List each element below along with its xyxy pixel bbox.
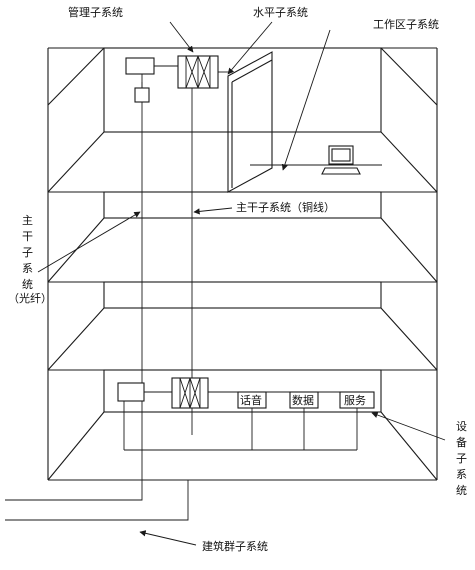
label-backbone-fiber: 主 干 子 系 统 （光纤） — [8, 214, 52, 305]
label-service: 服务 — [344, 394, 366, 407]
equip-char-3: 系 — [456, 468, 467, 481]
top-floor-equipment — [125, 55, 232, 103]
floor-4 — [47, 47, 438, 193]
leader-lines — [37, 21, 446, 546]
fiber-char-0: 主 — [22, 214, 33, 227]
label-work-area: 工作区子系统 — [373, 18, 439, 31]
building-group-cables — [5, 435, 189, 521]
horizontal-wall — [227, 0, 382, 193]
fiber-char-2: 子 — [22, 246, 33, 259]
fiber-char-1: 干 — [22, 230, 33, 243]
fiber-char-5: （光纤） — [8, 291, 52, 305]
label-horizontal: 水平子系统 — [253, 6, 308, 19]
floor-2 — [47, 281, 438, 371]
patch-panel-bottom — [117, 382, 145, 402]
equip-char-0: 设 — [456, 420, 467, 433]
label-backbone-copper: 主干子系统（铜线） — [236, 200, 335, 214]
floor-1 — [47, 369, 438, 481]
patch-panel-top — [125, 57, 155, 75]
computer-icon — [321, 145, 361, 175]
label-equipment: 设 备 子 系 统 — [456, 420, 467, 497]
bottom-floor-equipment — [117, 377, 375, 451]
label-management: 管理子系统 — [68, 5, 123, 19]
label-data: 数据 — [292, 393, 314, 407]
fiber-char-4: 统 — [22, 278, 33, 291]
label-voice: 话音 — [240, 393, 262, 407]
hub-top — [134, 87, 150, 103]
equip-char-1: 备 — [456, 435, 467, 449]
equip-char-2: 子 — [456, 452, 467, 465]
label-building-group: 建筑群子系统 — [202, 539, 268, 553]
equip-char-4: 统 — [456, 484, 467, 497]
fiber-char-3: 系 — [22, 262, 33, 275]
backbone-cables — [141, 82, 193, 435]
